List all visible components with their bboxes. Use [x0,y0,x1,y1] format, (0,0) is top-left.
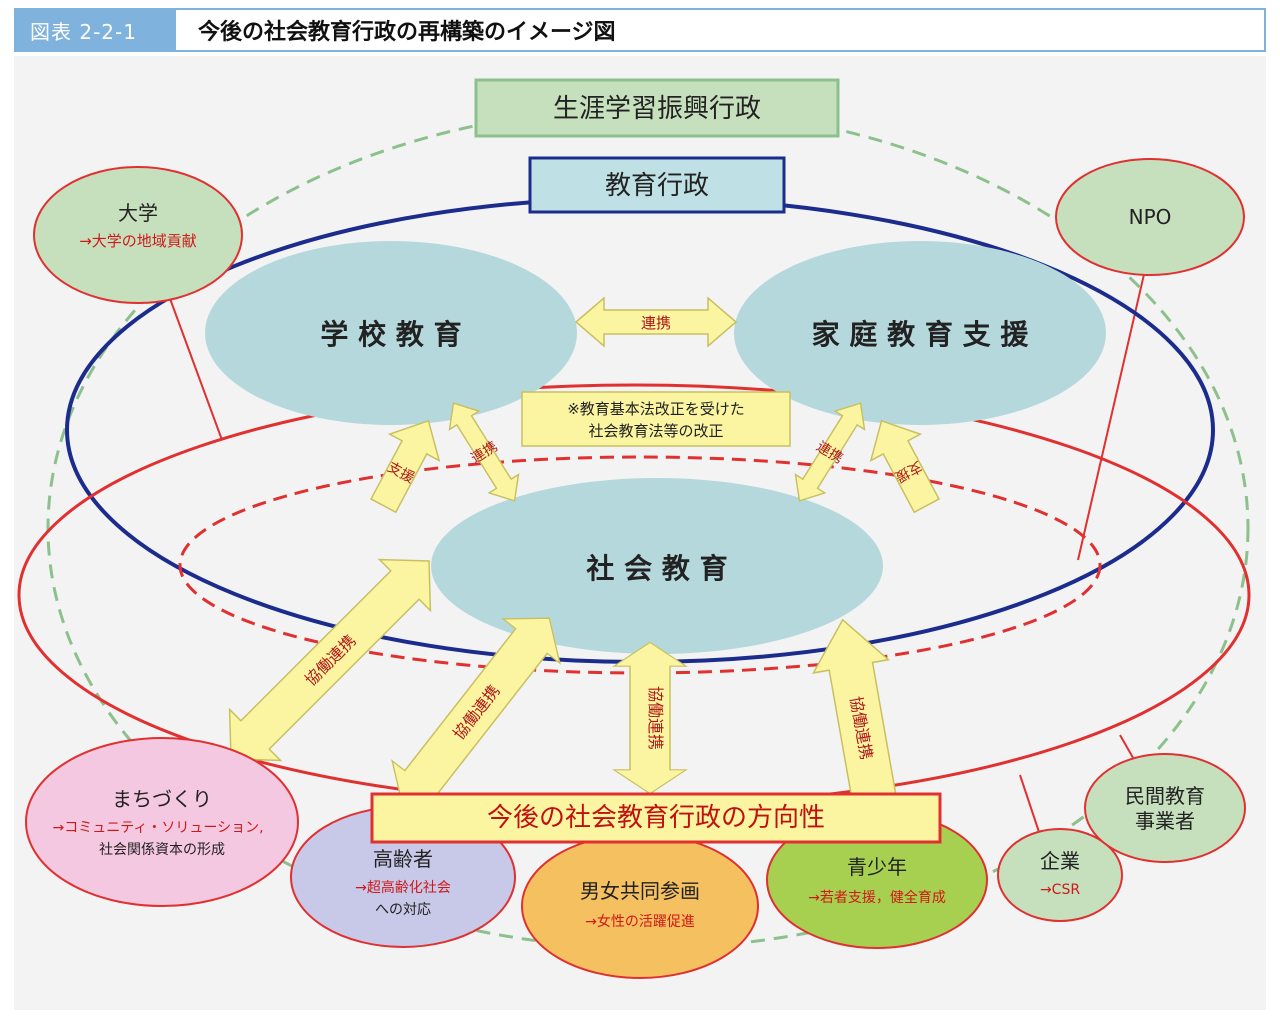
figure-title-bar: 今後の社会教育行政の再構築のイメージ図 [174,8,1266,52]
gender-equality-node [521,833,759,979]
private-education-title-2: 事業者 [1135,809,1195,833]
figure-title: 今後の社会教育行政の再構築のイメージ図 [198,20,616,45]
university-node [33,166,243,304]
figure-number-tag: 図表 2-2-1 [14,8,174,52]
direction-label: 今後の社会教育行政の方向性 [487,803,825,833]
university-title: 大学 [118,201,158,225]
elderly-sub-2: への対応 [375,902,431,918]
education-admin-label: 教育行政 [605,171,709,201]
social-education-node [431,478,883,654]
school-education-node [205,241,577,425]
npo-connector [1077,269,1146,561]
gender-equality-title: 男女共同参画 [580,879,700,903]
support-arrow-family: 支援 [856,406,953,520]
renkei-label: 連携 [641,314,671,332]
direction-box [370,792,942,844]
town-planning-node [25,737,299,907]
town-planning-sub-1: →コミュニティ・ソリューション, [52,820,263,836]
kyodo-label-gender: 協働連携 [646,686,665,750]
figure-number: 図表 2-2-1 [30,19,137,44]
kyodo-arrow-youth: 協働連携 [804,612,916,824]
school-education-label: 学 校 教 育 [320,318,461,351]
lifelong-learning-label: 生涯学習振興行政 [553,94,761,124]
youth-sub: →若者支援，健全育成 [808,889,946,906]
education-admin-box [528,156,786,214]
npo-node [1055,158,1245,276]
family-support-label: 家 庭 教 育 支 援 [812,318,1030,351]
company-connector [1019,774,1041,836]
elderly-title: 高齢者 [373,847,433,871]
university-connector [164,284,223,441]
university-sub: →大学の地域貢献 [79,232,197,250]
kyodo-arrow-gender: 協働連携 [613,641,687,795]
town-planning-title: まちづくり [112,787,212,811]
private-education-title-1: 民間教育 [1125,784,1205,808]
law-note-line-1: ※教育基本法改正を受けた [567,400,745,418]
private-education-node [1084,753,1246,863]
company-title: 企業 [1040,849,1080,873]
social-education-label: 社 会 教 育 [586,552,727,585]
law-note-line-2: 社会教育法等の改正 [588,422,723,440]
elderly-sub-1: →超高齢化社会 [355,879,451,896]
lifelong-learning-box [474,78,840,138]
youth-title: 青少年 [847,855,907,879]
company-node [997,828,1123,922]
gender-equality-sub: →女性の活躍促進 [585,913,695,930]
npo-title: NPO [1129,205,1172,229]
town-planning-sub-2: 社会関係資本の形成 [99,842,225,858]
law-revision-note [521,391,791,447]
school-family-renkei-arrow: 連携 [575,297,737,347]
company-sub: →CSR [1040,882,1080,898]
family-support-node [734,241,1106,425]
support-arrow-school: 支援 [357,406,454,520]
